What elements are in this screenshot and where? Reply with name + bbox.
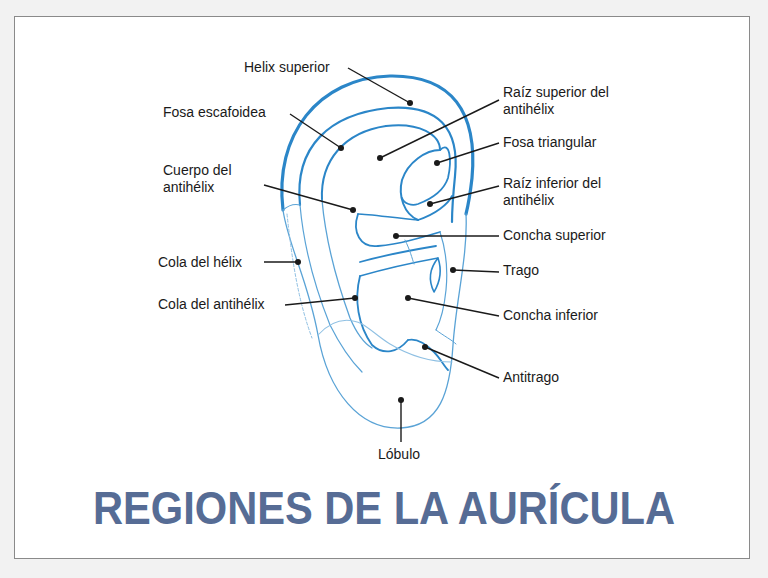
region-label: Concha inferior (503, 307, 643, 324)
region-label: Trago (503, 262, 643, 279)
marker-dots (295, 100, 456, 403)
region-label: Raíz superior del antihélix (503, 84, 643, 118)
region-label: Raíz inferior del antihélix (503, 175, 643, 209)
leader-lines (264, 68, 499, 442)
region-label: Fosa escafoidea (163, 104, 288, 121)
region-label: Cola del hélix (158, 254, 258, 271)
region-label: Fosa triangular (503, 134, 643, 151)
region-label: Lóbulo (378, 446, 428, 463)
region-label: Helix superior (244, 59, 354, 76)
title: REGIONES DE LA AURÍCULA (93, 483, 675, 533)
region-label: Concha superior (503, 227, 643, 244)
region-label: Cola del antihélix (158, 296, 283, 313)
region-label: Cuerpo del antihélix (163, 162, 263, 196)
frame (14, 16, 750, 559)
region-label: Antitrago (503, 369, 643, 386)
